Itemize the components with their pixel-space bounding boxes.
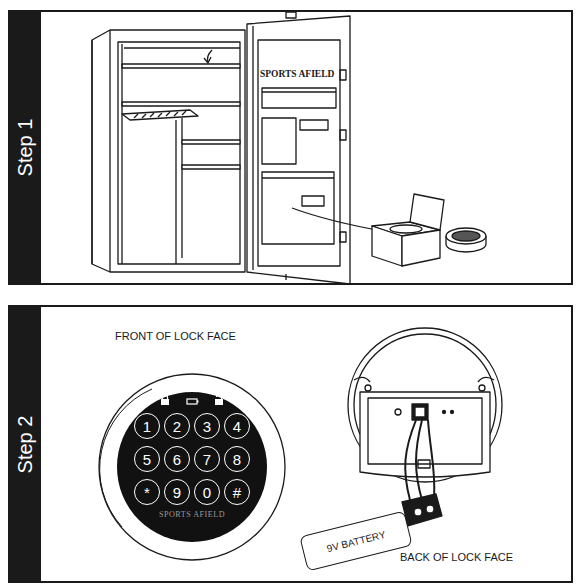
key-label: 1 (143, 419, 151, 434)
key-label: 2 (173, 419, 181, 434)
keypad-key: # (224, 479, 250, 505)
door-brand: SPORTS AFIELD (260, 69, 334, 79)
key-label: 0 (203, 485, 211, 500)
keypad-key: 6 (164, 446, 190, 472)
step-band: Step 1 (10, 12, 41, 283)
battery-label: 9V BATTERY (325, 528, 386, 553)
battery-9v: 9V BATTERY (299, 510, 413, 571)
key-label: 7 (203, 452, 211, 467)
lock-front-face: SPORTS AFIELD 1 2 3 4 5 6 7 8 * 9 0 # (97, 372, 287, 562)
lock-back-drawing (348, 328, 502, 526)
key-label: 9 (173, 485, 181, 500)
key-label: 8 (233, 452, 241, 467)
brand-name: SPORTS AFIELD (97, 510, 287, 519)
key-label: 5 (143, 452, 151, 467)
key-label: 3 (203, 419, 211, 434)
step-band: Step 2 (10, 307, 41, 581)
key-label: * (144, 485, 150, 500)
part-label: FRONT OF LOCK FACE (115, 330, 236, 342)
keypad-key: 3 (194, 413, 220, 439)
keypad-key: 9 (164, 479, 190, 505)
keypad-key: 5 (134, 446, 160, 472)
keypad-face (97, 372, 287, 562)
step-panel: Step 1 (8, 10, 573, 285)
keypad-key: 1 (134, 413, 160, 439)
safe-drawing (92, 12, 486, 284)
step-number: Step 1 (14, 119, 37, 177)
keypad-key: 8 (224, 446, 250, 472)
part-label: BACK OF LOCK FACE (400, 551, 513, 563)
keypad-key: 0 (194, 479, 220, 505)
step-panel: Step 2 SPORTS AFIELD 1 2 3 4 5 6 7 8 * 9 0 #9V BATTER… (8, 305, 573, 583)
key-label: 4 (233, 419, 241, 434)
keypad-key: * (134, 479, 160, 505)
step-number: Step 2 (14, 415, 37, 473)
key-label: 6 (173, 452, 181, 467)
key-label: # (233, 485, 241, 500)
keypad-key: 2 (164, 413, 190, 439)
keypad-key: 7 (194, 446, 220, 472)
keypad-key: 4 (224, 413, 250, 439)
